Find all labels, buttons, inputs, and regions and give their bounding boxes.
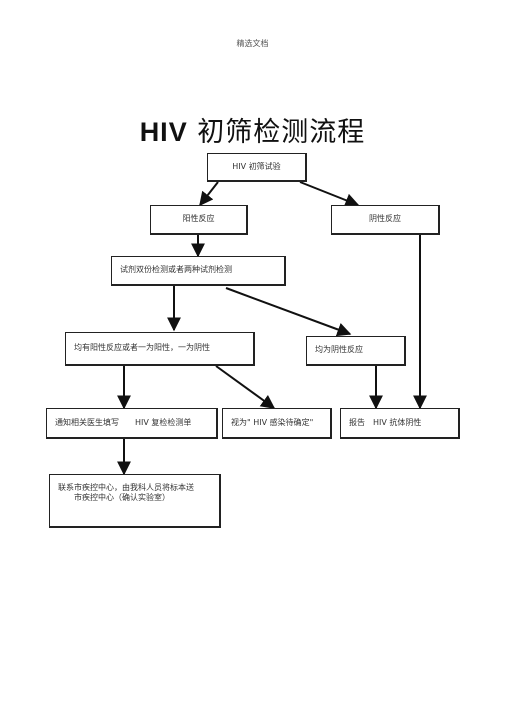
node-contact-line-2: 市疾控中心（确认实验室） [74, 493, 170, 503]
title-cjk: 初筛检测流程 [197, 117, 366, 148]
page-header-note: 精选文档 [236, 39, 269, 48]
node-retest: 试剂双份检测或者两种试剂检测 [111, 256, 286, 286]
arrow-mixed-to-suspected [215, 365, 276, 409]
node-suspected: 视为" HIV 感染待确定" [222, 408, 332, 439]
node-start: HIV 初筛试验 [207, 153, 307, 182]
node-positive: 阳性反应 [150, 205, 248, 235]
node-mixed: 均有阳性反应或者一为阳性，一为阴性 [65, 332, 255, 366]
node-report: 报告 HIV 抗体阴性 [340, 408, 460, 439]
arrow-retest-to-both-negative [225, 287, 352, 337]
node-negative: 阴性反应 [331, 205, 440, 235]
node-contact-line-1: 联系市疾控中心，由我科人员将标本送 [58, 483, 194, 492]
node-notify: 通知相关医生填写 HIV 复检检测单 [46, 408, 218, 439]
arrow-start-to-negative [299, 181, 360, 207]
node-both-negative: 均为阴性反应 [306, 336, 406, 366]
title-latin: HIV [139, 117, 188, 147]
node-contact: 联系市疾控中心，由我科人员将标本送 市疾控中心（确认实验室） [49, 474, 221, 528]
arrow-start-to-positive [199, 181, 219, 207]
diagram-title: HIV 初筛检测流程 [0, 110, 505, 149]
